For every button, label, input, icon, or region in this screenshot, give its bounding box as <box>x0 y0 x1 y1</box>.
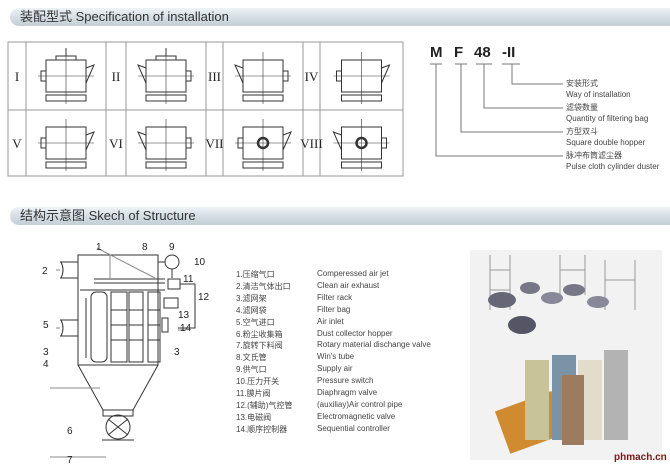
installation-type-label: IV <box>305 69 319 84</box>
watermark: phmach.cn <box>614 452 667 463</box>
installation-type-label: I <box>15 69 19 84</box>
part-en: Filter bag <box>317 304 351 314</box>
part-en: Clean air exhaust <box>317 280 380 290</box>
model-legend-en: Way of installation <box>566 90 631 99</box>
callout-13: 13 <box>178 310 190 321</box>
installation-drawing <box>234 52 291 104</box>
part-cn: 10.压力开关 <box>236 377 280 387</box>
installation-drawing <box>137 119 194 171</box>
installation-drawing <box>333 52 391 104</box>
code-m: M <box>430 44 443 61</box>
product-photo-filter-cages-bags <box>470 250 662 460</box>
part-cn: 7.旋转下料阀 <box>236 341 283 351</box>
model-legend-cn: 方型双斗 <box>566 127 598 136</box>
section-title-installation: 装配型式 Specification of installation <box>20 9 229 24</box>
section-title-structure: 结构示意图 Skech of Structure <box>20 208 196 223</box>
model-code-leaders <box>430 63 563 157</box>
installation-type-label: VI <box>109 136 123 151</box>
model-legend-en: Square double hopper <box>566 138 646 147</box>
callout-12: 12 <box>198 292 210 303</box>
callout-8: 8 <box>142 242 148 253</box>
part-cn: 6.粉尘收集箱 <box>236 329 283 339</box>
code-install: -II <box>502 44 516 61</box>
part-cn: 12.(辅助)气控管 <box>236 400 293 410</box>
callout-7: 7 <box>67 455 73 466</box>
part-en: (auxiliay)Air control pipe <box>317 399 403 409</box>
callout-11: 11 <box>183 274 194 285</box>
code-48: 48 <box>474 44 491 61</box>
model-legend-cn: 滤袋数量 <box>566 103 598 112</box>
installation-drawing <box>38 119 95 171</box>
part-cn: 5.空气进口 <box>236 317 275 327</box>
section-header-bar <box>10 8 670 26</box>
model-legend-cn: 安装形式 <box>566 79 598 88</box>
callout-3-left: 3 <box>43 347 49 358</box>
part-en: Rotary material dischange valve <box>317 340 431 350</box>
part-en: Air inlet <box>317 316 344 326</box>
callout-6: 6 <box>67 426 73 437</box>
callout-5: 5 <box>43 320 49 331</box>
installation-drawing <box>137 48 194 104</box>
model-legend-en: Pulse cloth cylinder duster <box>566 162 660 171</box>
part-en: Diaphragm valve <box>317 388 378 397</box>
installation-drawing <box>235 119 292 171</box>
installation-type-label: II <box>112 69 121 84</box>
part-en: Dust collector hopper <box>317 328 393 338</box>
installation-type-label: VIII <box>300 136 322 151</box>
part-en: Pressure switch <box>317 376 374 386</box>
part-en: Win's tube <box>317 352 355 362</box>
callout-9: 9 <box>169 242 175 253</box>
part-cn: 13.电磁阀 <box>236 412 272 422</box>
part-cn: 8.文氏管 <box>236 353 267 363</box>
installation-type-label: V <box>12 136 22 151</box>
part-cn: 3.滤网架 <box>236 293 267 303</box>
part-cn: 11.膜片阀 <box>236 389 271 398</box>
callout-3-right: 3 <box>174 347 180 358</box>
callout-1: 1 <box>96 242 102 253</box>
part-cn: 9.供气口 <box>236 365 267 375</box>
callout-2: 2 <box>42 266 48 277</box>
callout-10: 10 <box>194 257 206 268</box>
model-legend-en: Quantity of filtering bag <box>566 114 649 123</box>
installation-type-label: VII <box>205 136 223 151</box>
part-cn: 14.顺序控制器 <box>236 424 288 434</box>
part-en: Comperessed air jet <box>317 269 389 278</box>
part-en: Filter rack <box>317 292 353 302</box>
part-cn: 4.滤网袋 <box>236 305 267 315</box>
installation-drawing <box>38 48 95 104</box>
model-legend-cn: 脉冲布筒滤尘器 <box>566 151 622 160</box>
section-header-bar <box>10 207 670 225</box>
part-en: Sequential controller <box>317 423 390 433</box>
part-en: Supply air <box>317 364 353 374</box>
code-f: F <box>454 44 464 61</box>
part-en: Electromagnetic valve <box>317 411 396 421</box>
installation-drawing <box>332 119 390 171</box>
part-cn: 1.压缩气口 <box>236 270 275 279</box>
callout-4: 4 <box>43 359 49 370</box>
part-cn: 2.清洁气体出口 <box>236 281 291 291</box>
callout-14: 14 <box>180 323 192 334</box>
structure-diagram: 1 2 3 3 4 5 6 7 8 9 10 11 12 13 14 <box>42 242 210 466</box>
installation-type-label: III <box>208 69 221 84</box>
